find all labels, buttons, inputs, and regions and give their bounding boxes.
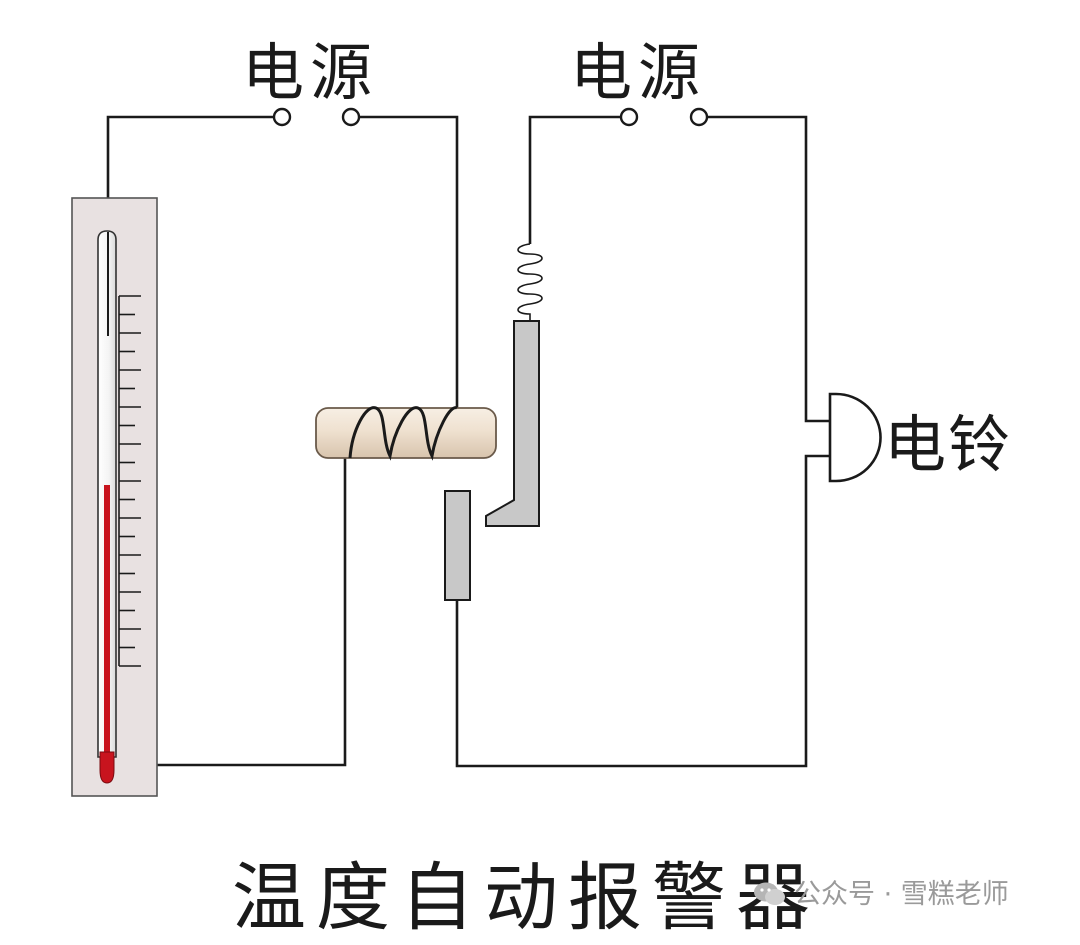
wire-terminal-to-bell [706,115,830,423]
electromagnet [315,406,497,461]
power-terminals-right [619,107,709,127]
wire-coil-to-thermometer-bulb [113,458,347,767]
wire-bell-to-contact [455,454,830,768]
armature-lever [485,320,540,527]
bell-label: 电铃 [884,408,1013,481]
diagram-title: 温度自动报警器 [232,855,820,941]
mercury-column [104,485,110,757]
armature-assembly [485,243,543,527]
fixed-contact [444,490,471,601]
bell-icon [828,392,882,483]
electromagnet-coil [348,406,458,461]
spring-icon [517,243,543,321]
terminal-left-b [341,107,361,127]
power-supply-label-left: 电源 [242,36,379,109]
wire-terminal-to-coil [358,115,459,408]
control-circuit-wires [106,115,459,767]
wechat-icon [754,882,785,905]
watermark-text: 公众号 · 雪糕老师 [794,879,1009,910]
power-supply-label-right: 电源 [570,36,707,109]
alarm-circuit-wires [455,115,830,768]
terminal-left-a [272,107,292,127]
mercury-bulb [99,751,115,784]
thermometer [71,197,158,797]
wire-thermometer-top-to-terminal [106,115,275,232]
power-terminals-left [272,107,361,127]
wire-spring-to-terminal [528,115,622,244]
watermark: 公众号 · 雪糕老师 [752,872,1009,911]
terminal-right-b [689,107,709,127]
terminal-right-a [619,107,639,127]
thermometer-scale [118,295,141,667]
